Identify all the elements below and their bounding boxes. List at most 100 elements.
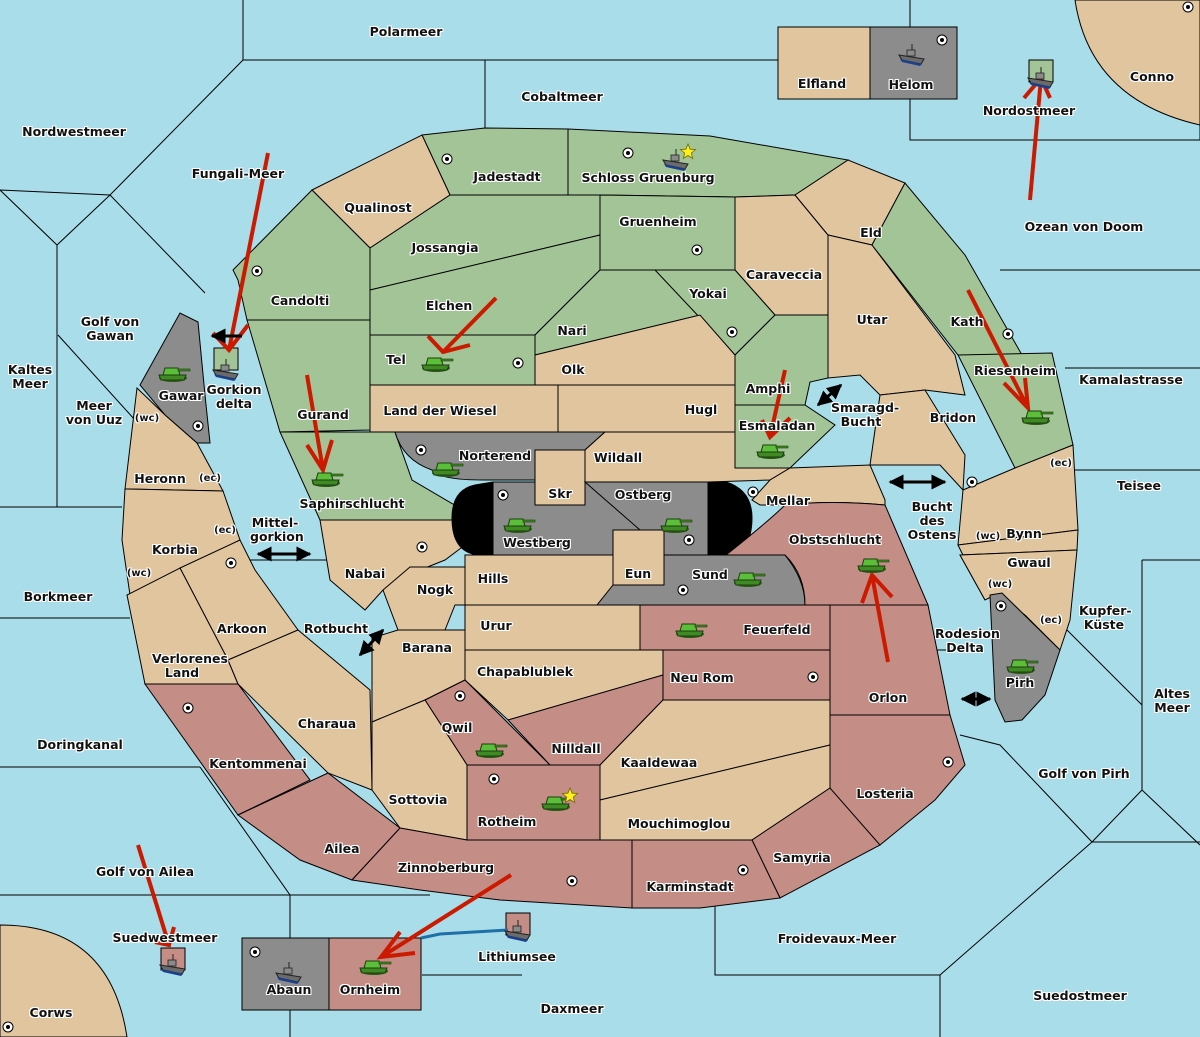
territory-label-neu-rom[interactable]: Neu Rom [670,670,734,685]
army-unit-icon[interactable] [475,743,508,758]
territory-label-hugl[interactable]: Hugl [684,402,718,417]
territory-label-utar[interactable]: Utar [856,312,888,327]
army-unit-icon[interactable] [421,357,454,372]
territory-label-wildall[interactable]: Wildall [593,450,643,465]
territory-label-verlorenes[interactable]: Verlorenes Land [152,651,228,680]
sea-label-golf-pirh: Golf von Pirh [1038,766,1130,781]
territory-label-kentommenai[interactable]: Kentommenai [209,756,307,771]
army-unit-icon[interactable] [158,367,191,382]
territory-label-ornheim[interactable]: Ornheim [339,982,401,997]
territory-label-tel[interactable]: Tel [386,352,406,367]
territory-label-jossangia[interactable]: Jossangia [411,240,479,255]
territory-label-pirh[interactable]: Pirh [1005,675,1035,690]
territory-label-charaua[interactable]: Charaua [297,716,357,731]
territory-label-nabai[interactable]: Nabai [344,566,386,581]
territory-label-losteria[interactable]: Losteria [856,786,914,801]
territory-label-nari[interactable]: Nari [557,323,587,338]
territory-label-qwil[interactable]: Qwil [441,720,473,735]
territory-label-abaun[interactable]: Abaun [266,982,312,997]
army-unit-icon[interactable] [503,518,536,533]
territory-label-helom[interactable]: Helom [888,77,934,92]
territory-label-qualinost[interactable]: Qualinost [344,200,412,215]
territory-label-kath[interactable]: Kath [950,314,984,329]
territory-label-barana[interactable]: Barana [402,640,452,655]
territory-label-sund[interactable]: Sund [692,567,728,582]
territory-label-candolti[interactable]: Candolti [270,293,330,308]
territory-label-yokai[interactable]: Yokai [689,286,727,301]
territory-label-feuerfeld[interactable]: Feuerfeld [743,622,811,637]
army-unit-icon[interactable] [660,518,693,533]
territory-label-arkoon[interactable]: Arkoon [217,621,267,636]
territory-label-bridon[interactable]: Bridon [929,410,977,425]
territory-label-karminstadt[interactable]: Karminstadt [646,879,734,894]
territory-label-gruenheim[interactable]: Gruenheim [619,214,697,229]
territory-label-norterend[interactable]: Norterend [458,448,532,463]
fleet-unit-icon[interactable] [1027,67,1054,89]
territory-label-zinnoberburg[interactable]: Zinnoberburg [397,860,495,875]
territory-label-samyria[interactable]: Samyria [773,850,831,865]
territory-label-hills[interactable]: Hills [477,571,509,586]
territory-label-esmaladan[interactable]: Esmaladan [738,418,816,433]
territory-label-bynn[interactable]: Bynn [1006,526,1042,541]
sea-label-doringkanal: Doringkanal [37,737,123,752]
territory-label-gawar[interactable]: Gawar [158,388,204,403]
territory-label-obstschlucht[interactable]: Obstschlucht [788,532,882,547]
supply-center-icon [737,864,749,876]
territory-label-ailea[interactable]: Ailea [324,841,360,856]
army-unit-icon[interactable] [1021,410,1054,425]
army-unit-icon[interactable] [1006,659,1039,674]
territory-label-chapablublek[interactable]: Chapablublek [476,664,574,679]
fleet-unit-icon[interactable] [212,359,239,381]
fleet-unit-icon[interactable] [898,44,925,66]
army-unit-icon[interactable] [733,572,766,587]
territory-label-nogk[interactable]: Nogk [416,582,454,597]
territory-label-elchen[interactable]: Elchen [425,298,473,313]
territory-label-gwaul[interactable]: Gwaul [1007,555,1051,570]
territory-label-jadestadt[interactable]: Jadestadt [473,169,541,184]
army-unit-icon[interactable] [756,444,789,459]
convoy-line [420,928,509,940]
army-unit-icon[interactable] [431,462,464,477]
territory-label-mellar[interactable]: Mellar [765,493,811,508]
territory-label-eld[interactable]: Eld [860,225,882,240]
territory-kentommenai [144,683,311,816]
territory-label-skr[interactable]: Skr [548,486,572,501]
territory-label-eun[interactable]: Eun [624,566,652,581]
territory-label-olk[interactable]: Olk [561,362,585,377]
army-unit-icon[interactable] [311,472,344,487]
territory-label-nilldall[interactable]: Nilldall [551,741,601,756]
army-unit-icon[interactable] [675,623,708,638]
fleet-unit-icon[interactable] [275,962,302,984]
fleet-unit-icon[interactable] [662,149,689,171]
territory-label-conno[interactable]: Conno [1129,69,1175,84]
army-unit-icon[interactable] [359,960,392,975]
territory-label-mouchimoglou[interactable]: Mouchimoglou [627,816,731,831]
territory-label-westberg[interactable]: Westberg [503,535,571,550]
territory-label-orlon[interactable]: Orlon [868,690,908,705]
territory-label-schloss[interactable]: Schloss Gruenburg [581,170,715,185]
territory-label-corws[interactable]: Corws [29,1005,73,1020]
territory-kath [871,182,1023,356]
territory-label-kaaldewaa[interactable]: Kaaldewaa [620,755,698,770]
territory-label-riesenheim[interactable]: Riesenheim [974,363,1056,378]
territory-label-sottovia[interactable]: Sottovia [388,792,448,807]
territory-label-land-wiesel[interactable]: Land der Wiesel [383,403,497,418]
territory-bridon-east [957,444,1079,546]
supply-center-icon [622,147,634,159]
territory-label-urur[interactable]: Urur [480,618,512,633]
territory-label-saphirschlucht[interactable]: Saphirschlucht [299,496,405,511]
territory-label-elfland[interactable]: Elfland [797,76,847,91]
fleet-unit-icon[interactable] [504,920,531,942]
territory-label-rotheim[interactable]: Rotheim [477,814,537,829]
territory-label-ostberg[interactable]: Ostberg [614,487,672,502]
fleet-unit-icon[interactable] [159,954,186,976]
territory-label-caraveccia[interactable]: Caraveccia [745,267,823,282]
army-unit-icon[interactable] [541,796,574,811]
territory-label-amphi[interactable]: Amphi [745,381,791,396]
territory-label-gurand[interactable]: Gurand [297,407,349,422]
territory-label-korbia[interactable]: Korbia [152,542,198,557]
territory-label-heronn[interactable]: Heronn [134,471,186,486]
army-unit-icon[interactable] [857,558,890,573]
sea-label-suedostmeer: Suedostmeer [1033,988,1127,1003]
